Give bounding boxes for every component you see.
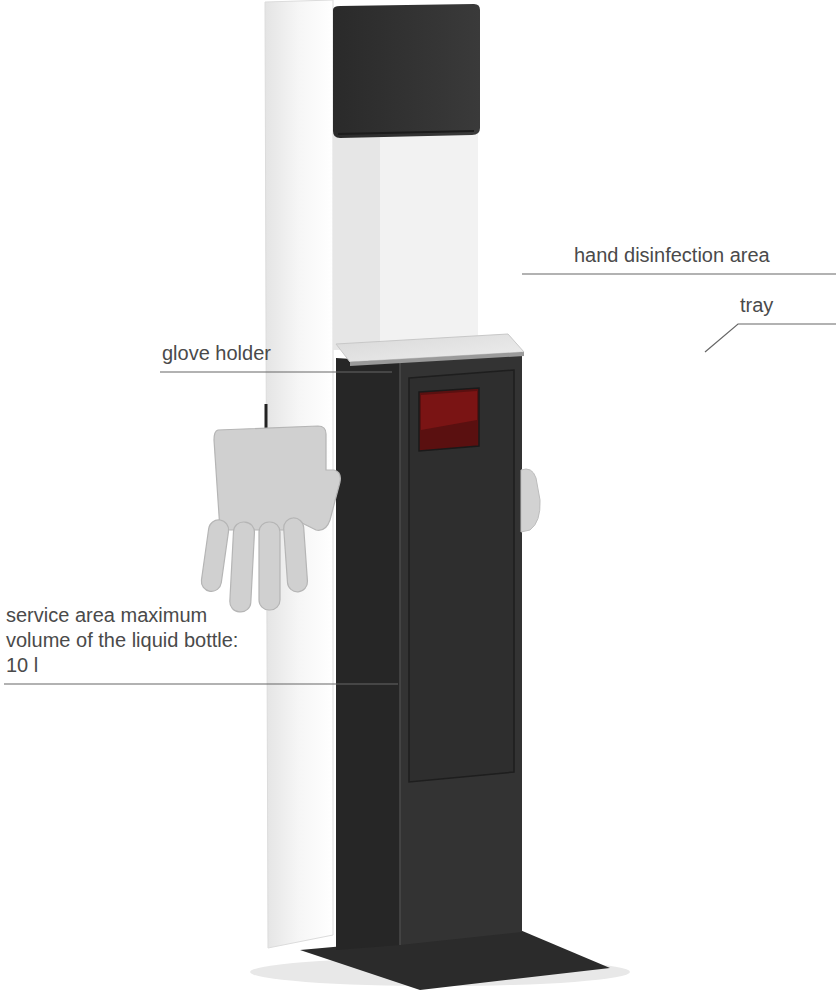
tray-rim — [350, 352, 524, 366]
dispenser-head-edge — [338, 131, 474, 134]
leader-lines — [4, 274, 836, 684]
body-side — [336, 358, 400, 950]
dispenser-head — [333, 4, 480, 138]
part-label: service area maximum volume of the liqui… — [6, 603, 241, 678]
disinfection-panel-shade — [333, 120, 380, 350]
leader-line — [522, 273, 836, 274]
waste-window-glow — [421, 391, 477, 430]
service-door — [409, 370, 514, 782]
leader-line — [4, 683, 398, 684]
part-label: hand disinfection area — [574, 243, 770, 268]
disinfection-panel — [333, 118, 478, 350]
waste-window — [419, 388, 479, 451]
body-edge — [399, 362, 401, 945]
leader-line — [160, 371, 392, 372]
glove-left — [200, 426, 340, 612]
body-front — [400, 352, 522, 945]
part-label: tray — [740, 293, 773, 318]
part-label: glove holder — [162, 341, 271, 366]
glove-right — [521, 469, 540, 532]
leader-line — [705, 324, 836, 352]
